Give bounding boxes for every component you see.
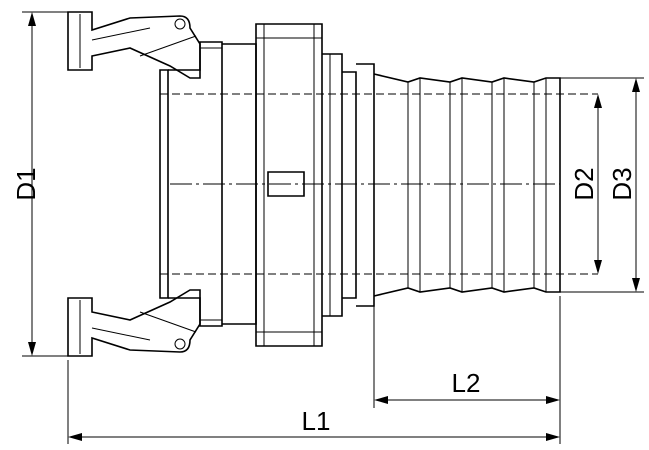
lower-pin-icon [174, 338, 186, 350]
upper-claw [67, 11, 201, 79]
neck [322, 53, 343, 317]
coupling-part [67, 11, 598, 357]
union-nut [255, 23, 323, 347]
d3-label: D3 [607, 167, 637, 200]
dimension-l2: L2 [373, 296, 561, 444]
l2-label: L2 [452, 368, 481, 398]
l1-label: L1 [302, 406, 331, 436]
d2-label: D2 [569, 167, 599, 200]
coupling-head [159, 69, 169, 299]
dimension-d2: D2 [569, 94, 602, 274]
dimension-d3: D3 [560, 77, 644, 293]
lower-claw [67, 289, 201, 357]
upper-pin-icon [174, 18, 186, 30]
dimension-l1: L1 [67, 360, 560, 444]
hose-tail [373, 73, 561, 297]
d1-label: D1 [11, 167, 41, 200]
dimension-d1: D1 [11, 11, 68, 357]
